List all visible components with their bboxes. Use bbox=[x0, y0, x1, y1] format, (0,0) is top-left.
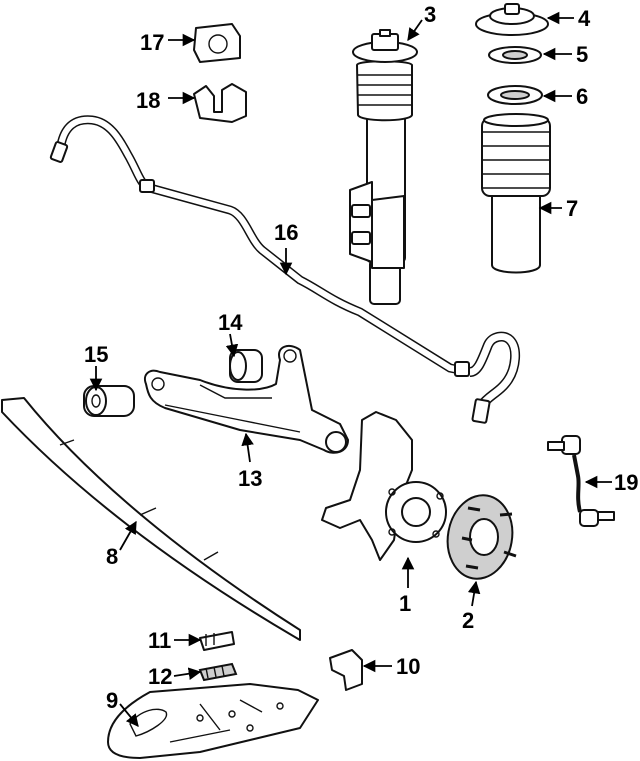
callout-13: 13 bbox=[238, 466, 262, 491]
callout-14: 14 bbox=[218, 310, 243, 335]
wheel-hub bbox=[446, 494, 517, 580]
callout-8: 8 bbox=[106, 544, 118, 569]
under-cover bbox=[107, 683, 319, 759]
steering-knuckle bbox=[321, 411, 447, 561]
strut-assembly bbox=[349, 29, 418, 305]
lower-arm-bushing-front bbox=[83, 385, 135, 417]
callout-3: 3 bbox=[424, 2, 436, 27]
callout-2: 2 bbox=[462, 608, 474, 633]
stabilizer-link bbox=[547, 435, 615, 527]
bushing-bracket bbox=[193, 83, 247, 123]
lower-arm-bushing-rear bbox=[229, 349, 263, 383]
callout-numbers: 1 2 3 4 5 6 7 8 9 10 11 12 13 14 15 16 1… bbox=[84, 2, 638, 713]
stabilizer-bushing bbox=[193, 23, 241, 63]
callout-9: 9 bbox=[106, 688, 118, 713]
leader-lines bbox=[89, 11, 612, 727]
stabilizer-bar bbox=[49, 115, 520, 424]
callout-10: 10 bbox=[396, 654, 420, 679]
callout-7: 7 bbox=[566, 196, 578, 221]
callout-1: 1 bbox=[399, 591, 411, 616]
mount-bracket bbox=[329, 649, 363, 691]
callout-6: 6 bbox=[576, 84, 588, 109]
callout-15: 15 bbox=[84, 342, 108, 367]
callout-19: 19 bbox=[614, 470, 638, 495]
callout-4: 4 bbox=[578, 6, 591, 31]
dust-boot bbox=[481, 113, 551, 274]
callout-16: 16 bbox=[274, 220, 298, 245]
callout-5: 5 bbox=[576, 42, 588, 67]
spring-seat bbox=[487, 85, 543, 105]
mount-bearing bbox=[488, 46, 542, 64]
retainer-clip-lower bbox=[198, 662, 238, 682]
callout-12: 12 bbox=[148, 664, 172, 689]
splash-shield bbox=[1, 397, 301, 641]
retainer-clip-upper bbox=[199, 631, 235, 651]
callout-11: 11 bbox=[148, 628, 171, 653]
lower-control-arm bbox=[144, 344, 349, 454]
strut-mount bbox=[475, 3, 549, 36]
callout-18: 18 bbox=[136, 88, 160, 113]
callout-17: 17 bbox=[140, 30, 164, 55]
